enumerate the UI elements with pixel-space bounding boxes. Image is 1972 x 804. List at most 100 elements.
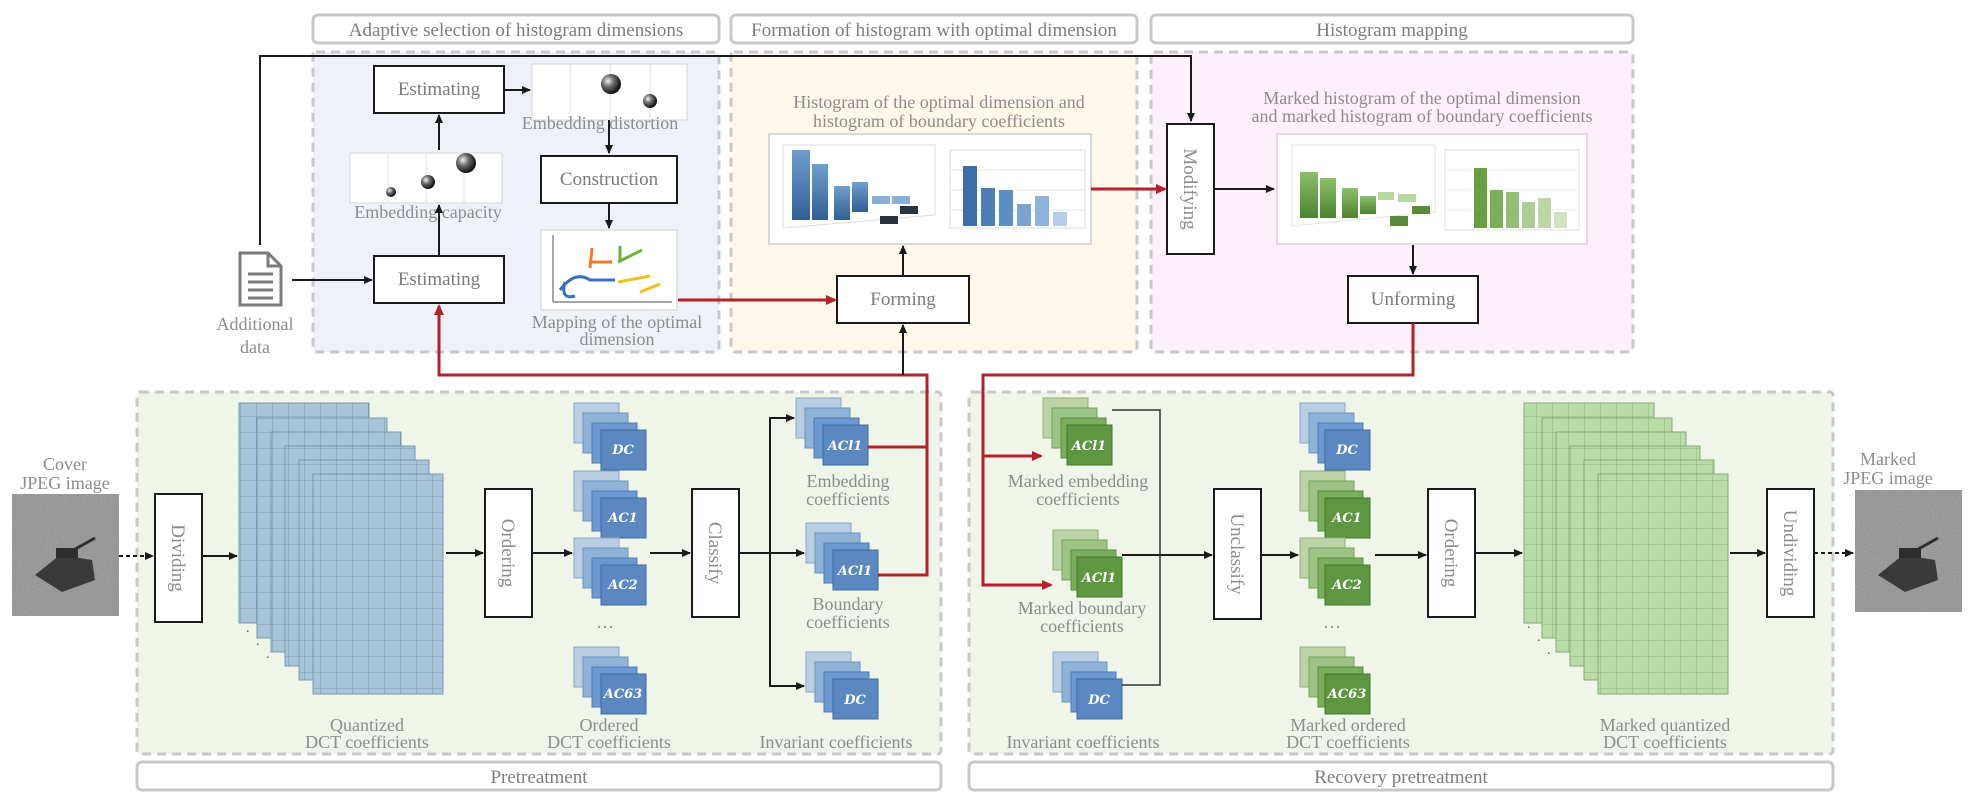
marked-quant-label-2: DCT coefficients xyxy=(1603,732,1727,752)
invariant-coef-stack-right: DC xyxy=(1052,651,1123,720)
svg-text:Adaptive selection of histogra: Adaptive selection of histogram dimensio… xyxy=(349,20,684,41)
modifying-label: Modifying xyxy=(1179,148,1200,230)
hist-opt-label-1: Histogram of the optimal dimension and xyxy=(793,92,1084,112)
embedding-distortion-label: Embedding distortion xyxy=(522,113,679,133)
forming-label: Forming xyxy=(870,289,936,310)
ellipsis-left: … xyxy=(596,612,614,632)
mapping-label-1: Mapping of the optimal xyxy=(532,312,702,332)
marked-coef-stack-ac1: AC1 xyxy=(1299,470,1371,539)
cover-image xyxy=(12,494,119,616)
sphere-icon xyxy=(601,74,621,94)
svg-text:.: . xyxy=(256,634,260,649)
undividing-box xyxy=(1766,488,1815,618)
estimating-top-label: Estimating xyxy=(398,79,481,100)
marked-image xyxy=(1855,490,1962,612)
unforming-label: Unforming xyxy=(1371,289,1456,310)
histogram-3d-green xyxy=(1276,133,1588,245)
sphere-icon xyxy=(421,175,435,189)
marked-label-1: Marked xyxy=(1860,449,1916,469)
svg-text:Formation of histogram with op: Formation of histogram with optimal dime… xyxy=(751,20,1117,41)
distortion-plot xyxy=(531,63,688,121)
sphere-icon xyxy=(456,153,476,173)
boundary-coef-stack: ACl1 xyxy=(805,522,879,591)
dividing-label: Dividing xyxy=(167,524,188,592)
marked-coef-stack-ac63: AC63 xyxy=(1299,646,1371,715)
ordering-left-box xyxy=(484,488,533,618)
recovery-bracket xyxy=(1112,409,1161,686)
svg-text:DC: DC xyxy=(1087,693,1110,708)
marked-boundary-label-2: coefficients xyxy=(1040,616,1124,636)
marked-label-2: JPEG image xyxy=(1843,468,1933,488)
unclassify-label: Unclassify xyxy=(1226,513,1247,595)
marked-coef-stack-dc: DC xyxy=(1299,402,1371,471)
additional-label-2: data xyxy=(240,337,270,357)
marked-ordered-label-1: Marked ordered xyxy=(1290,715,1405,735)
header-mapping: Histogram mapping xyxy=(1149,13,1635,45)
ordered-label-1: Ordered xyxy=(580,715,639,735)
svg-text:.: . xyxy=(1547,643,1551,658)
svg-text:.: . xyxy=(246,621,250,636)
boundary-coef-label-2: coefficients xyxy=(806,612,890,632)
marked-hist-label-1: Marked histogram of the optimal dimensio… xyxy=(1263,88,1580,108)
svg-text:ACl1: ACl1 xyxy=(1080,571,1116,586)
svg-text:AC63: AC63 xyxy=(1326,687,1367,702)
embedding-coef-stack: ACl1 xyxy=(795,397,869,466)
svg-text:ACl1: ACl1 xyxy=(826,439,862,454)
ordering-right-label: Ordering xyxy=(1440,519,1461,588)
unclassify-box xyxy=(1213,488,1262,620)
marked-quant-label-1: Marked quantized xyxy=(1600,715,1730,735)
classify-label: Classify xyxy=(704,522,725,585)
ellipsis-right: … xyxy=(1323,612,1341,632)
quantized-label-2: DCT coefficients xyxy=(305,732,429,752)
header-formation: Formation of histogram with optimal dime… xyxy=(729,13,1139,45)
additional-label-1: Additional xyxy=(217,314,294,334)
marked-embed-stack: ACl1 xyxy=(1042,397,1113,466)
svg-text:Recovery pretreatment: Recovery pretreatment xyxy=(1314,767,1488,788)
svg-text:.: . xyxy=(266,647,270,662)
coef-stack-dc: DC xyxy=(573,402,647,471)
sphere-icon xyxy=(386,187,396,197)
flow-arrows-red xyxy=(434,184,1415,590)
construction-label: Construction xyxy=(560,169,659,190)
document-icon xyxy=(238,251,283,307)
invariant-left-label: Invariant coefficients xyxy=(759,732,912,752)
capacity-plot xyxy=(349,152,503,204)
dividing-box xyxy=(154,493,203,623)
marked-ordered-label-2: DCT coefficients xyxy=(1286,732,1410,752)
marked-embed-label-2: coefficients xyxy=(1036,489,1120,509)
quantized-label-1: Quantized xyxy=(330,715,404,735)
cover-label-2: JPEG image xyxy=(20,473,110,493)
coef-stack-ac63: AC63 xyxy=(573,646,647,715)
histogram-3d-blue xyxy=(768,133,1092,245)
svg-text:DC: DC xyxy=(611,443,634,458)
mapping-plot xyxy=(540,229,678,311)
svg-text:ACl1: ACl1 xyxy=(836,564,872,579)
invariant-right-label: Invariant coefficients xyxy=(1006,732,1159,752)
quantized-dct-stack: . . . xyxy=(238,402,444,695)
coef-stack-ac2: AC2 xyxy=(573,537,647,606)
svg-text:AC1: AC1 xyxy=(1330,511,1361,526)
tank-image xyxy=(1878,555,1938,592)
svg-text:DC: DC xyxy=(843,693,866,708)
svg-text:ACl1: ACl1 xyxy=(1070,439,1106,454)
flow-arrows-black xyxy=(119,55,1854,690)
forming-box xyxy=(836,275,970,324)
construction-box xyxy=(540,155,678,204)
marked-boundary-label-1: Marked boundary xyxy=(1018,598,1146,618)
boundary-coef-label-1: Boundary xyxy=(813,594,884,614)
ordered-label-2: DCT coefficients xyxy=(547,732,671,752)
ordering-left-label: Ordering xyxy=(497,519,518,588)
header-adaptive: Adaptive selection of histogram dimensio… xyxy=(311,13,721,45)
footer-pretreatment: Pretreatment xyxy=(135,760,943,792)
undividing-label: Undividing xyxy=(1779,510,1800,597)
svg-text:AC63: AC63 xyxy=(602,687,643,702)
svg-text:AC1: AC1 xyxy=(606,511,637,526)
coef-stack-ac1: AC1 xyxy=(573,470,647,539)
marked-embed-label-1: Marked embedding xyxy=(1008,471,1148,491)
marked-boundary-stack: ACl1 xyxy=(1052,529,1123,598)
mapping-label-2: dimension xyxy=(580,329,655,349)
svg-text:DC: DC xyxy=(1335,443,1358,458)
svg-text:AC2: AC2 xyxy=(606,578,637,593)
svg-text:.: . xyxy=(1537,630,1541,645)
